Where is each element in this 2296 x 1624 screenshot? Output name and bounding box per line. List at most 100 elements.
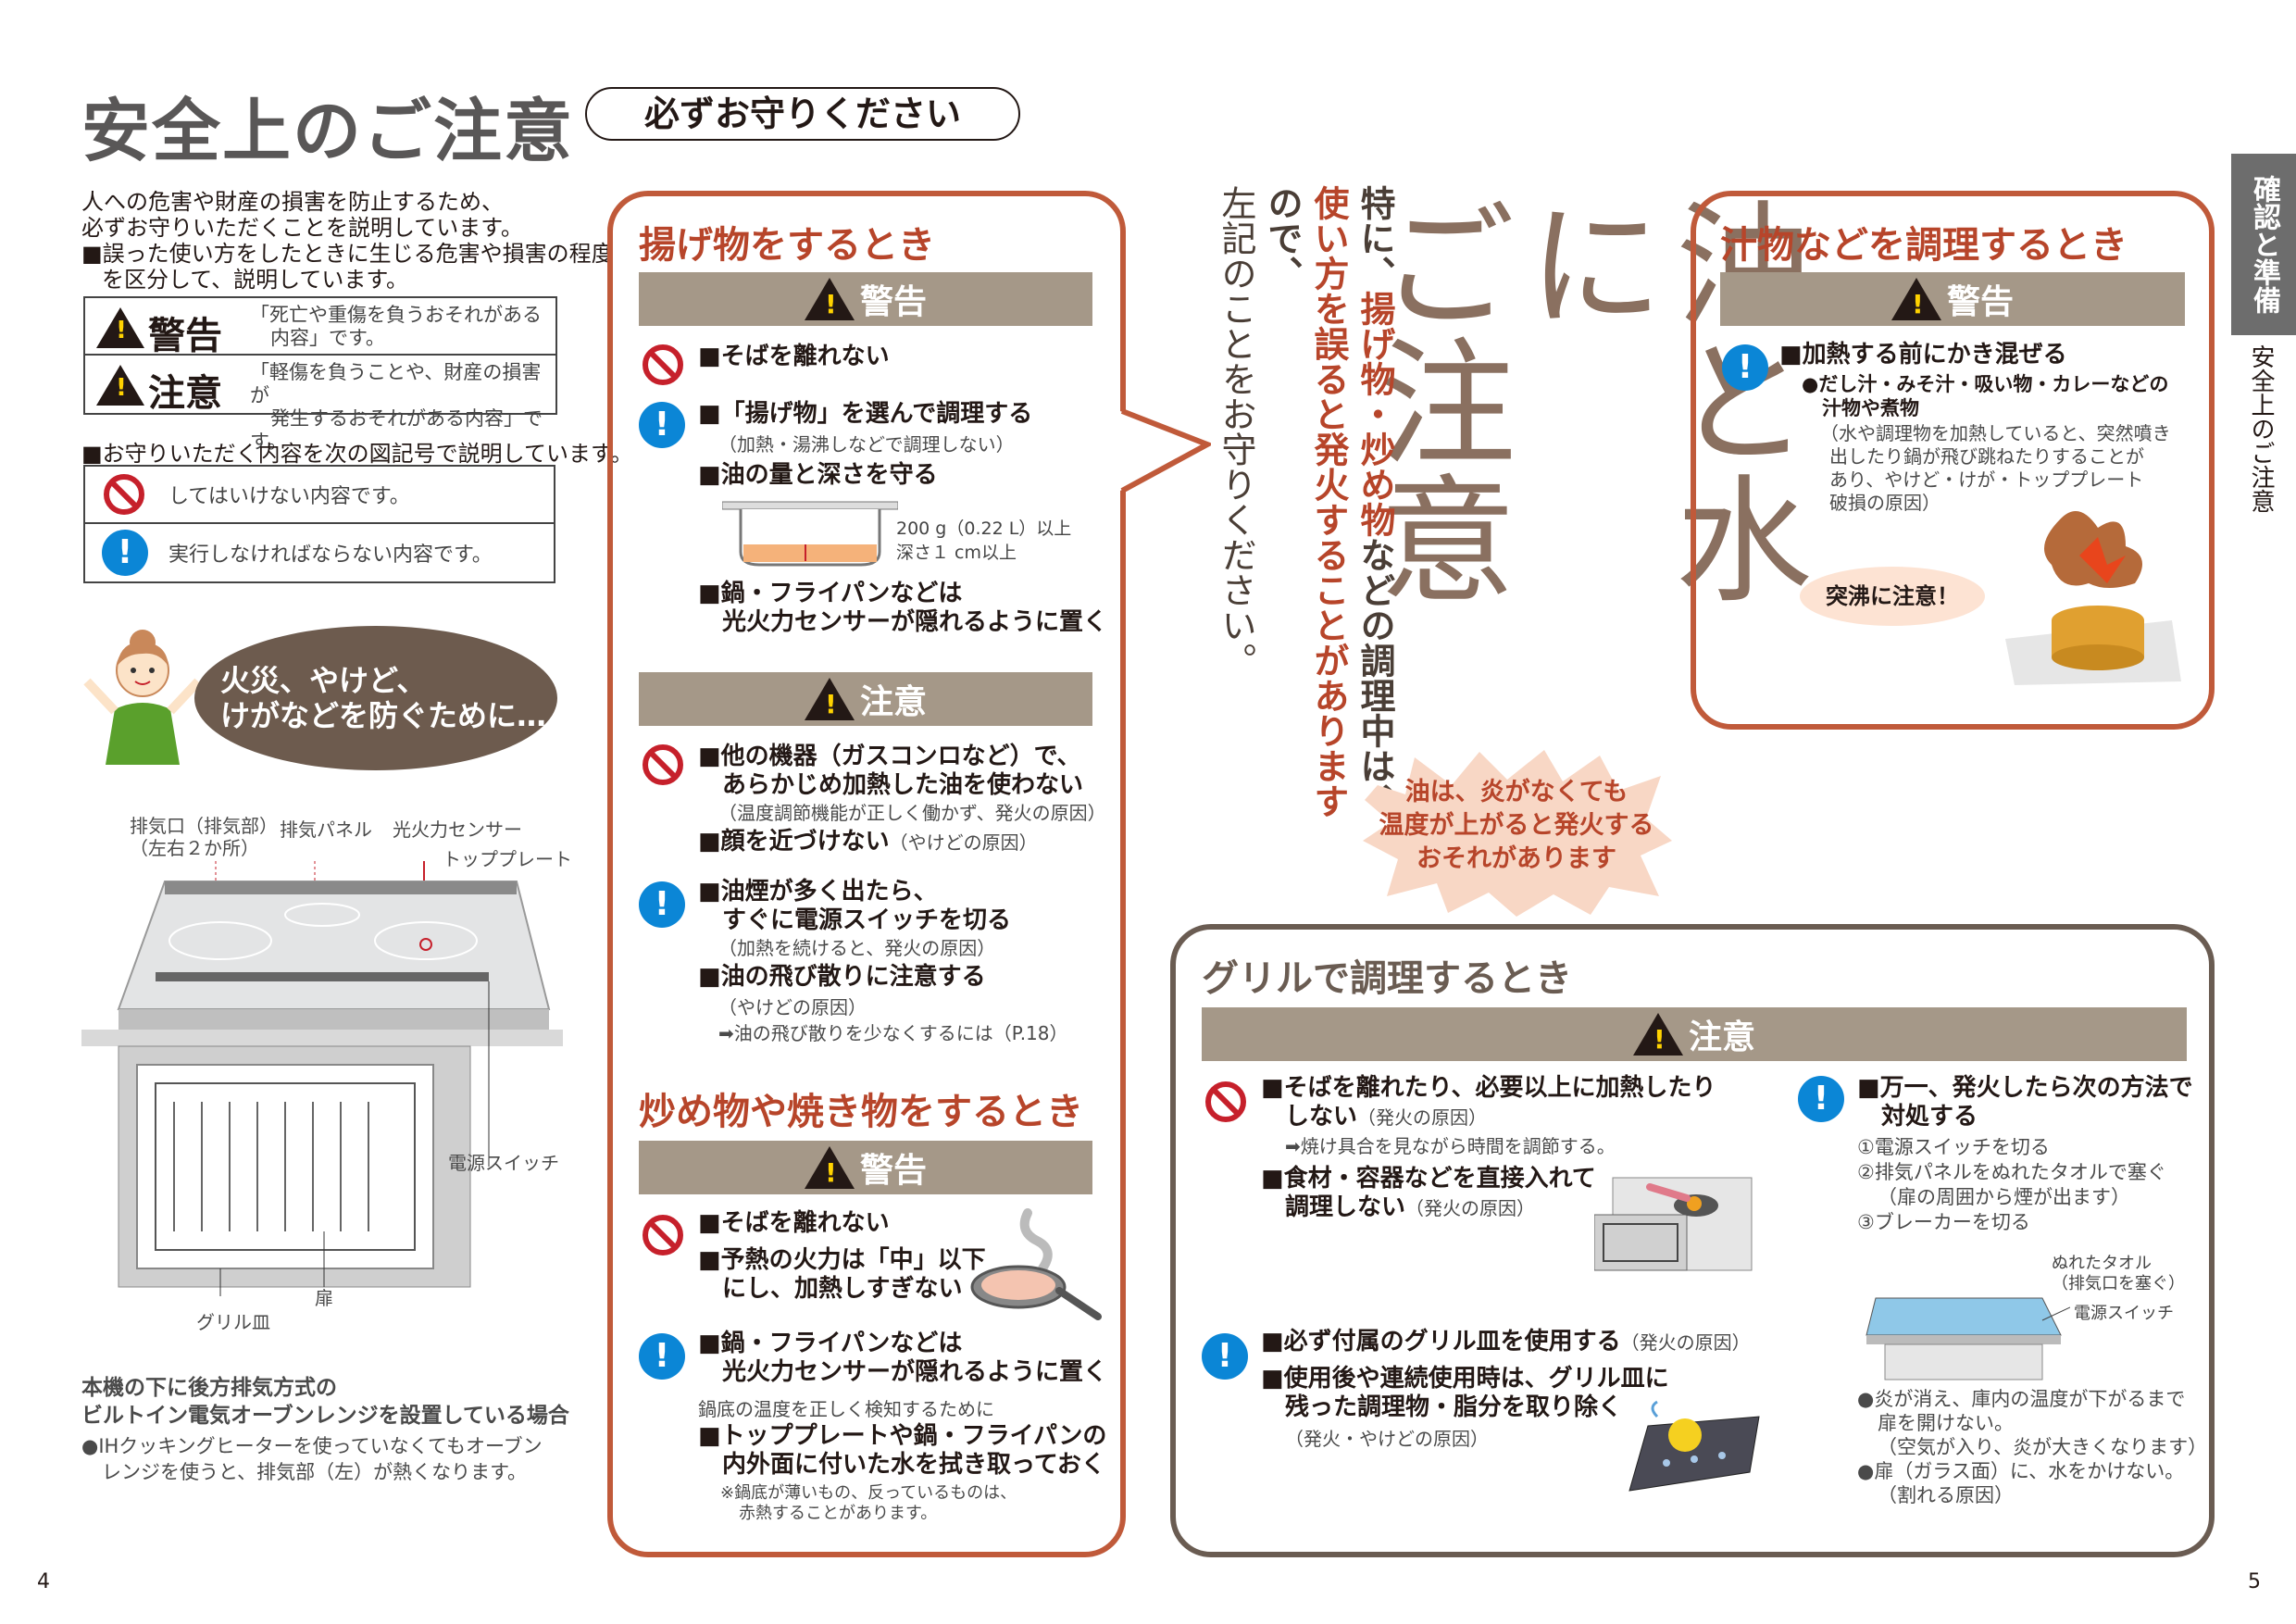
item-line: 内外面に付いた水を拭き取っておく: [722, 1451, 1105, 1479]
item-line: すぐに電源スイッチを切る: [722, 906, 1012, 934]
fry-c4-ref: ➡油の飛び散りを少なくするには（P.18）: [718, 1022, 1068, 1044]
symbols-intro: ■お守りいただく内容を次の図記号で説明しています。: [81, 441, 633, 467]
col-text: などの調理中は、: [1354, 537, 1396, 818]
warning-triangle-mark: !: [116, 317, 127, 344]
bullet-line: 汁物や煮物: [1822, 397, 1919, 419]
warning-triangle-icon: [96, 307, 144, 348]
note-line: （割れる原因）: [1878, 1484, 2014, 1506]
stir-w4: ■トッププレートや鍋・フライパンの 内外面に付いた水を拭き取っておく: [698, 1422, 1106, 1480]
fry-w2: ■「揚げ物」を選んで調理する: [698, 400, 1033, 428]
item-sub: （やけどの原因）: [889, 831, 1038, 854]
label-sensor: 光火力センサー: [393, 818, 522, 841]
label-line: （排気口を塞ぐ）: [2052, 1274, 2185, 1293]
page-number-left: 4: [37, 1570, 50, 1593]
must-follow-badge: 必ずお守りください: [585, 87, 1020, 141]
label-power-switch: 電源スイッチ: [448, 1152, 559, 1174]
level-label: 警告: [148, 315, 222, 357]
stir-w2: ■予熱の火力は「中」以下 にし、加熱しすぎない: [698, 1246, 986, 1304]
fry-c2: ■顔を近づけない（やけどの原因）: [698, 828, 1038, 857]
step-line: （扉の周囲から煙が出ます）: [1878, 1186, 2130, 1208]
item-text: ■必ず付属のグリル皿を使用する: [1261, 1328, 1621, 1355]
fry-caution-bar: 注意: [639, 672, 1092, 726]
item-line: ■油煙が多く出たら、: [698, 878, 938, 906]
label-exhaust-panel: 排気パネル: [280, 818, 372, 841]
mandatory-icon: !: [1722, 344, 1768, 391]
symbol-desc: してはいけない内容です。: [168, 485, 410, 508]
mandatory-icon: !: [1798, 1076, 1844, 1122]
mandatory-icon: !: [102, 530, 148, 576]
label-line: 排気口（排気部）: [130, 815, 278, 837]
grill-m2: ■使用後や連続使用時は、グリル皿に 残った調理物・脂分を取り除く: [1261, 1365, 1669, 1422]
mandatory-icon: !: [1202, 1333, 1248, 1380]
prohibited-icon: [643, 744, 683, 785]
intro-line: 必ずお守りいただくことを説明しています。: [81, 215, 523, 241]
boiling-pot-illustration: [2005, 511, 2181, 685]
headline-col: ご注意: [1355, 194, 1515, 606]
desc-line: 「死亡や重傷を負うおそれがある: [250, 304, 542, 326]
reason-line: 出したり鍋が飛び跳ねたりすることが: [1829, 445, 2144, 468]
prohibited-icon: [643, 1215, 683, 1255]
grill-caution-bar: 注意: [1202, 1007, 2187, 1061]
item-line: ■鍋・フライパンなどは: [698, 580, 963, 607]
vertical-col-2: 使い方を誤ると発火することがありますので、: [1259, 185, 1352, 852]
burst-line: 油は、炎がなくても: [1404, 778, 1628, 806]
intro-line: を区分して、説明しています。: [102, 267, 408, 293]
grill-f1: ■万一、発火したら次の方法で 対処する: [1857, 1074, 2193, 1131]
oil-water-headline: 油と水に ご注意: [1355, 194, 1811, 713]
grill-notes: ●炎が消え、庫内の温度が下がるまで 扉を開けない。 （空気が入り、炎が大きくなり…: [1857, 1387, 2207, 1507]
item-line: ■そばを離れたり、必要以上に加熱したり: [1261, 1074, 1716, 1102]
fry-c4: ■油の飛び散りに注意する: [698, 963, 986, 991]
soup-reason: （水や調理物を加熱していると、突然噴き 出したり鍋が飛び跳ねたりすることが あり…: [1820, 422, 2171, 515]
fry-title: 揚げ物をするとき: [639, 224, 935, 267]
caution-triangle-icon: [96, 365, 144, 406]
mandatory-icon: !: [639, 1333, 685, 1380]
col-text: ので、: [1262, 185, 1304, 291]
grill-open-illustration: [1594, 1177, 1753, 1271]
bar-label: 警告: [1946, 283, 2014, 321]
prohibited-icon: [643, 344, 683, 385]
label-grill-plate: グリル皿: [196, 1311, 270, 1333]
item-line: ■鍋・フライパンなどは: [698, 1330, 963, 1357]
item-line: 光火力センサーが隠れるように置く: [722, 1358, 1108, 1386]
item-line: ■万一、発火したら次の方法で: [1857, 1074, 2193, 1102]
fry-w1: ■そばを離れない: [698, 343, 890, 370]
item-sub: （発火の原因）: [1405, 1197, 1536, 1219]
pot-illustration: [722, 501, 898, 567]
item-line: しない（発火の原因）: [1261, 1103, 1716, 1132]
fry-w3: ■油の量と深さを守る: [698, 461, 938, 489]
page-number-right: 5: [2248, 1570, 2261, 1593]
note-line: ※鍋底が薄いもの、反っているものは、: [720, 1483, 1017, 1503]
stir-note: ※鍋底が薄いもの、反っているものは、 赤熱することがあります。: [720, 1483, 1017, 1524]
side-tab-section[interactable]: 確認と準備: [2231, 154, 2296, 335]
item-line: 対処する: [1881, 1103, 1978, 1131]
item-line: 光火力センサーが隠れるように置く: [722, 608, 1108, 636]
grill-panel: [1170, 924, 2215, 1557]
label-line: ぬれたタオル: [2052, 1254, 2152, 1273]
grill-m1: ■必ず付属のグリル皿を使用する（発火の原因）: [1261, 1328, 1751, 1357]
item-line: ■トッププレートや鍋・フライパンの: [698, 1422, 1107, 1450]
item-line: にし、加熱しすぎない: [722, 1275, 963, 1303]
step-line: ③ブレーカーを切る: [1857, 1211, 2030, 1233]
stir-title: 炒め物や焼き物をするとき: [639, 1091, 1083, 1133]
note-title-line: 本機の下に後方排気方式の: [81, 1376, 337, 1400]
mandatory-icon: !: [639, 402, 685, 448]
grill-plate-illustration: [1628, 1400, 1760, 1492]
soup-w1: ■加熱する前にかき混ぜる: [1779, 341, 2067, 369]
label-exhaust: 排気口（排気部） （左右２か所）: [130, 815, 278, 859]
intro-line: 人への危害や財産の損害を防止するため、: [81, 189, 504, 215]
grill-m2-sub: （発火・やけどの原因）: [1285, 1428, 1489, 1450]
item-line: 調理しない（発火の原因）: [1261, 1193, 1596, 1223]
item-line: 残った調理物・脂分を取り除く: [1285, 1393, 1623, 1421]
fry-panel: [607, 191, 1126, 1557]
item-text: ■顔を近づけない: [698, 828, 890, 856]
intro-line: ■誤った使い方をしたときに生じる危害や損害の程度: [81, 241, 614, 267]
fry-c3-sub: （加熱を続けると、発火の原因）: [718, 937, 996, 959]
bar-label: 注意: [859, 683, 927, 721]
page-title: 安全上のご注意: [81, 92, 574, 171]
step-line: ②排気パネルをぬれたタオルで塞ぐ: [1857, 1161, 2166, 1183]
note-title-line: ビルトイン電気オーブンレンジを設置している場合: [81, 1404, 569, 1428]
intro-text: 人への危害や財産の損害を防止するため、 必ずお守りいただくことを説明しています。…: [81, 189, 614, 293]
soup-warning-bar: 警告: [1720, 272, 2185, 326]
oven-note-body: ●IHクッキングヒーターを使っていなくてもオーブン レンジを使うと、排気部（左）…: [81, 1433, 543, 1485]
burst-shape: [1363, 750, 1672, 917]
